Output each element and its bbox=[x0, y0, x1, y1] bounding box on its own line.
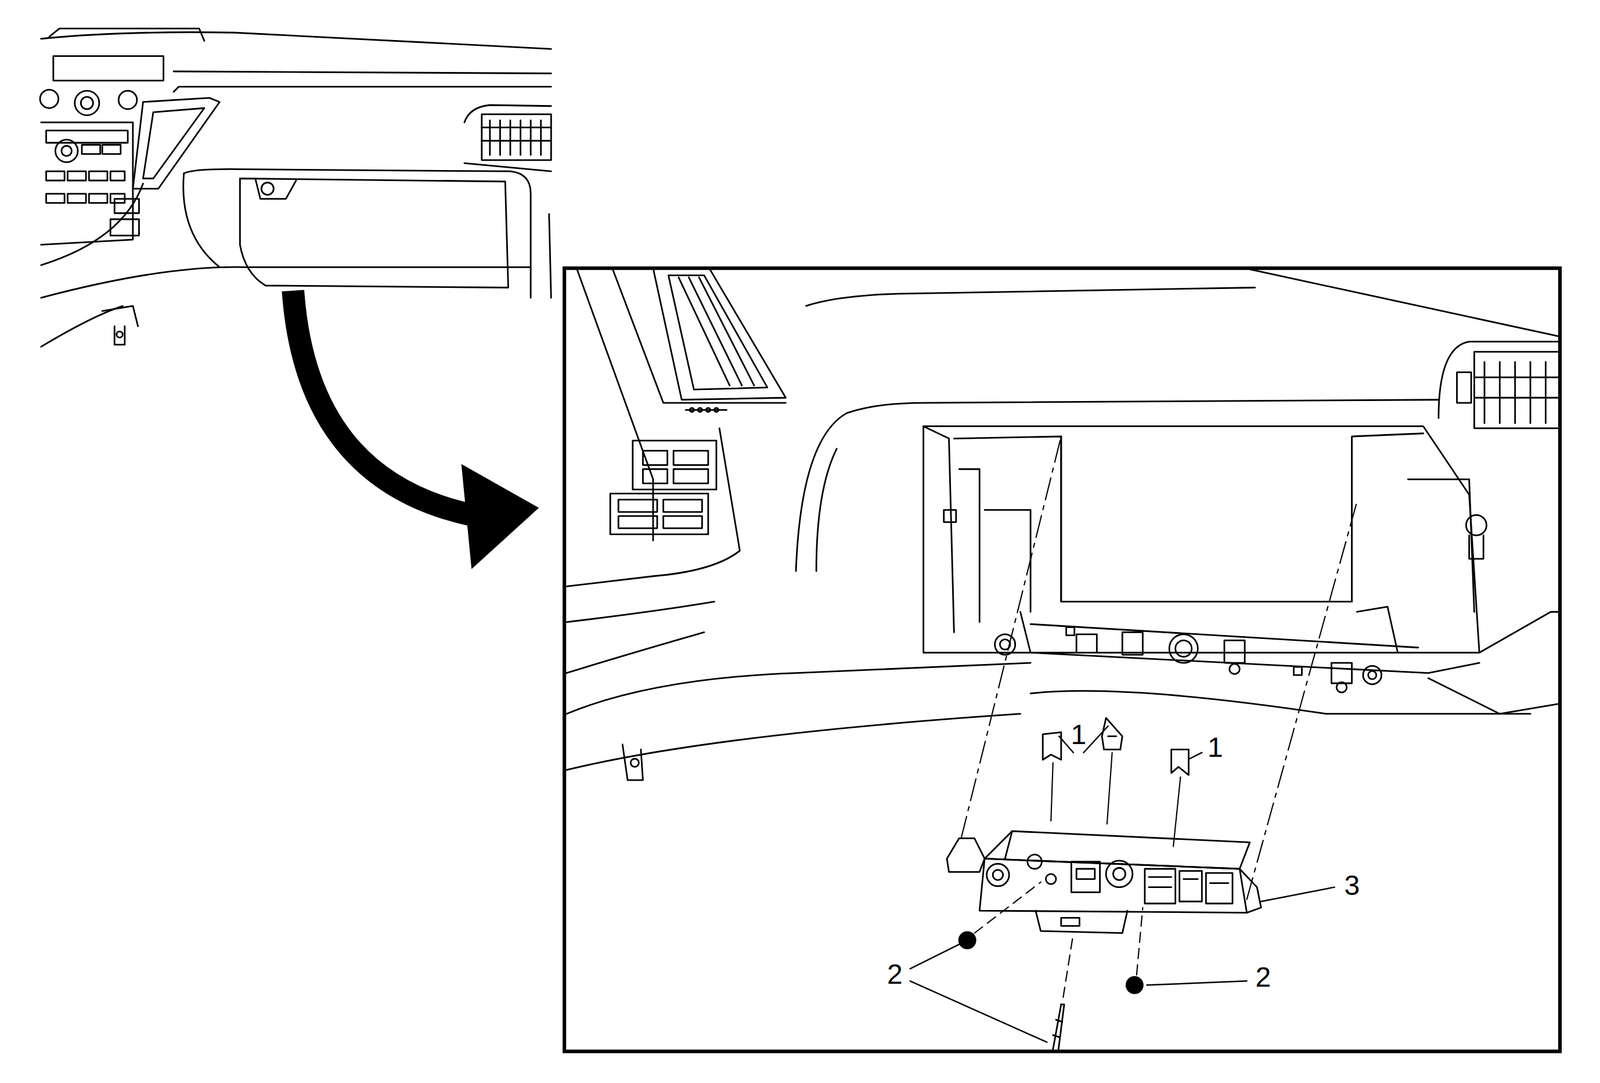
callout-number: 2 bbox=[884, 959, 906, 990]
callout-number: 1 bbox=[1205, 732, 1226, 763]
callout-number: 1 bbox=[1068, 719, 1089, 751]
callout-number: 3 bbox=[1342, 870, 1363, 902]
callout-number: 2 bbox=[1253, 962, 1274, 993]
